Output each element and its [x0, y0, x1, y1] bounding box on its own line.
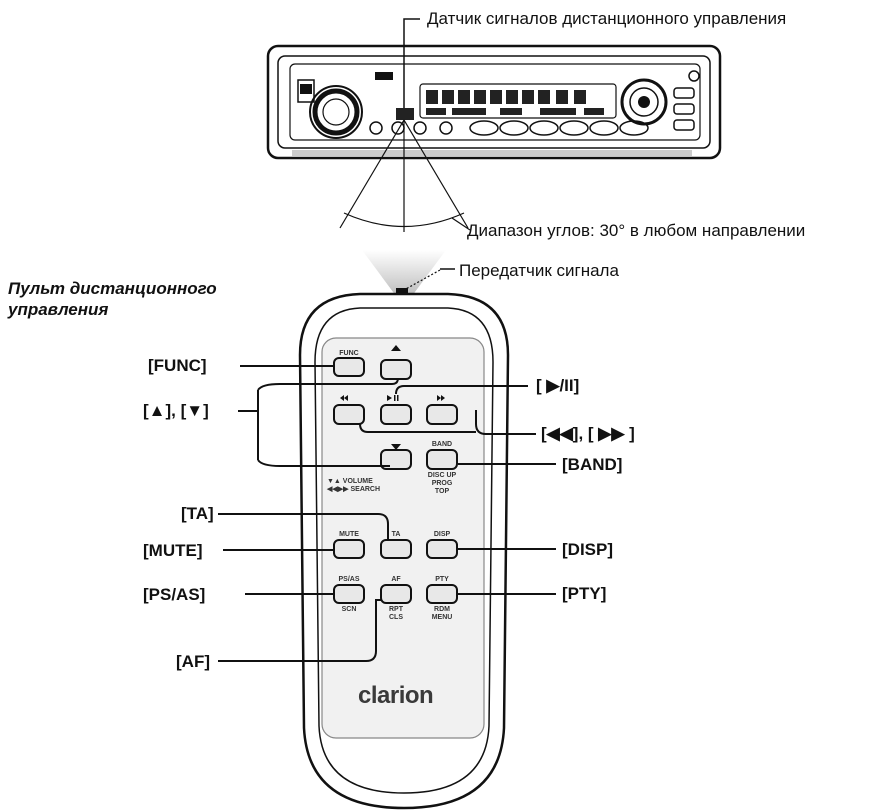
key-ps-as-label: PS/AS — [338, 576, 360, 583]
callout-disp: [DISP] — [562, 540, 613, 559]
callout-func: [FUNC] — [148, 356, 207, 375]
key-band-label: BAND — [431, 441, 453, 448]
callout-prev-next: [◀◀], [ ▶▶ ] — [541, 424, 635, 443]
head-unit — [266, 44, 722, 160]
signal-beam — [362, 250, 446, 296]
angle-range-marker — [339, 119, 471, 232]
key-pty-sub: RDM MENU — [431, 606, 453, 621]
key-pty-label: PTY — [435, 576, 449, 583]
angle-range-annotation: Диапазон углов: 30° в любом направлении — [467, 221, 806, 240]
callout-up-down: [▲], [▼] — [143, 401, 209, 420]
key-ps-as-sub: SCN — [341, 606, 357, 613]
sensor-annotation: Датчик сигналов дистанционного управлени… — [427, 9, 787, 28]
remote-title: Пульт дистанционного управления — [8, 279, 217, 319]
callout-af: [AF] — [176, 652, 210, 671]
brand-logo: clarion — [358, 682, 434, 709]
callout-ta: [TA] — [181, 504, 214, 523]
key-disp-label: DISP — [433, 531, 451, 538]
callout-lines — [218, 365, 556, 662]
key-mute-label: MUTE — [339, 531, 359, 538]
key-func-label: FUNC — [339, 350, 359, 357]
key-af-label: AF — [391, 576, 401, 583]
key-af-sub: RPT CLS — [389, 606, 403, 621]
callout-play-pause: [ ▶/II] — [536, 376, 580, 395]
transmitter-annotation: Передатчик сигнала — [459, 261, 619, 280]
key-band-sub: DISC UP PROG TOP — [427, 472, 457, 495]
key-ta-label: TA — [391, 531, 401, 538]
callout-pty: [PTY] — [562, 584, 607, 603]
callout-band: [BAND] — [562, 455, 623, 474]
volume-search-note: ▼▲ VOLUME ◀◀▶▶ SEARCH — [327, 478, 381, 493]
callout-mute: [MUTE] — [143, 541, 203, 560]
callout-ps-as: [PS/AS] — [143, 585, 206, 604]
